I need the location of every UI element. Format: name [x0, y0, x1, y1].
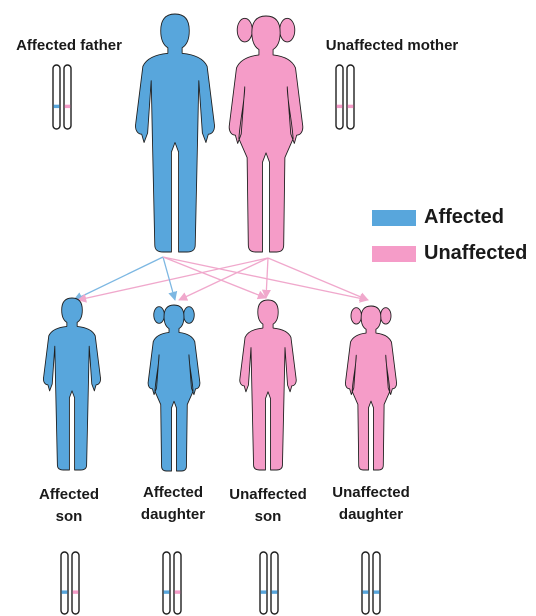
child-4-chromosomes-chromosome-2	[373, 552, 380, 614]
child-figure-1-silhouette	[43, 298, 100, 470]
child-figure-1	[43, 298, 100, 470]
child-label-2-line2: daughter	[126, 504, 220, 526]
child-label-4: Unaffected daughter	[316, 482, 426, 526]
child-4-chromosomes-chromosome-2-marker	[374, 590, 380, 593]
mother-chromosomes-chromosome-2-marker	[348, 105, 354, 108]
legend-label-affected: Affected	[424, 206, 504, 228]
father-chromosomes-chromosome-1	[53, 65, 60, 129]
father-figure	[135, 14, 214, 252]
child-label-3-line2: son	[220, 506, 316, 528]
child-figure-3	[240, 300, 296, 470]
arrow-father-to-child-1	[74, 257, 163, 300]
child-1-chromosomes	[61, 552, 79, 614]
inheritance-arrows	[74, 257, 368, 300]
child-figure-4	[345, 306, 396, 470]
child-1-chromosomes-chromosome-1	[61, 552, 68, 614]
mother-figure-silhouette	[229, 16, 303, 252]
mother-chromosomes	[336, 65, 354, 129]
mother-chromosomes-chromosome-1	[336, 65, 343, 129]
father-label: Affected father	[0, 35, 138, 57]
child-figure-2-pigtail-right	[184, 307, 195, 324]
arrow-mother-to-child-3	[266, 258, 268, 298]
child-1-chromosomes-chromosome-2-marker	[73, 590, 79, 593]
mother-figure	[229, 16, 303, 252]
father-chromosomes	[53, 65, 71, 129]
child-label-3: Unaffected son	[220, 484, 316, 528]
father-figure-silhouette	[135, 14, 214, 252]
child-2-chromosomes-chromosome-2-marker	[175, 590, 181, 593]
child-1-chromosomes-chromosome-2	[72, 552, 79, 614]
child-2-chromosomes-chromosome-1	[163, 552, 170, 614]
father-chromosomes-chromosome-2	[64, 65, 71, 129]
legend-label-unaffected: Unaffected	[424, 242, 527, 264]
child-figure-3-silhouette	[240, 300, 296, 470]
child-3-chromosomes-chromosome-2-marker	[272, 590, 278, 593]
child-figure-2-pigtail-left	[154, 307, 165, 324]
child-label-2: Affected daughter	[126, 482, 220, 526]
child-2-chromosomes-chromosome-1-marker	[164, 590, 170, 593]
child-3-chromosomes-chromosome-1	[260, 552, 267, 614]
child-label-1: Affected son	[22, 484, 116, 528]
child-label-3-line1: Unaffected	[220, 484, 316, 506]
legend-swatch-affected	[372, 210, 416, 226]
child-label-4-line1: Unaffected	[316, 482, 426, 504]
child-figure-4-pigtail-left	[351, 308, 361, 324]
child-figure-2	[148, 305, 200, 471]
chromosome-pairs	[53, 65, 380, 614]
child-label-1-line2: son	[22, 506, 116, 528]
child-3-chromosomes-chromosome-2	[271, 552, 278, 614]
child-4-chromosomes-chromosome-1	[362, 552, 369, 614]
child-1-chromosomes-chromosome-1-marker	[62, 590, 68, 593]
child-2-chromosomes	[163, 552, 181, 614]
mother-figure-pigtail-right	[280, 18, 295, 42]
arrow-mother-to-child-4	[268, 258, 368, 300]
mother-chromosomes-chromosome-1-marker	[337, 105, 343, 108]
mother-chromosomes-chromosome-2	[347, 65, 354, 129]
child-4-chromosomes	[362, 552, 380, 614]
child-3-chromosomes	[260, 552, 278, 614]
child-4-chromosomes-chromosome-1-marker	[363, 590, 369, 593]
child-3-chromosomes-chromosome-1-marker	[261, 590, 267, 593]
child-figure-4-silhouette	[345, 306, 396, 470]
child-label-1-line1: Affected	[22, 484, 116, 506]
mother-label: Unaffected mother	[312, 35, 472, 57]
child-label-2-line1: Affected	[126, 482, 220, 504]
child-figure-2-silhouette	[148, 305, 200, 471]
child-figure-4-pigtail-right	[381, 308, 391, 324]
child-2-chromosomes-chromosome-2	[174, 552, 181, 614]
legend-swatch-unaffected	[372, 246, 416, 262]
father-chromosomes-chromosome-2-marker	[65, 105, 71, 108]
mother-figure-pigtail-left	[237, 18, 252, 42]
father-chromosomes-chromosome-1-marker	[54, 105, 60, 108]
child-label-4-line2: daughter	[316, 504, 426, 526]
